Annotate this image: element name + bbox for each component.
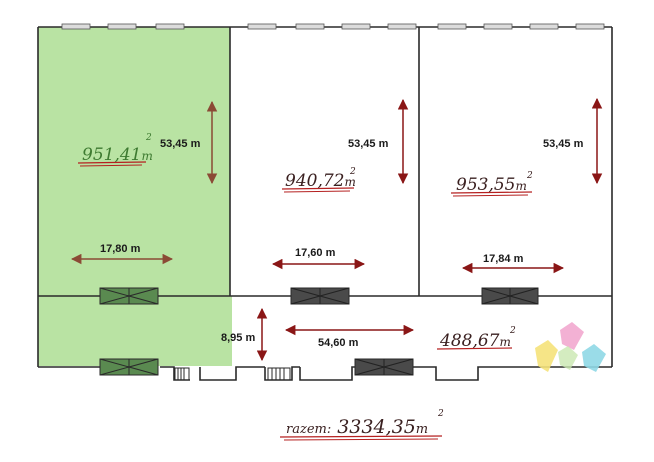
svg-text:2: 2 <box>349 167 356 177</box>
stairs <box>174 367 291 381</box>
svg-text:2: 2 <box>509 326 516 336</box>
svg-text:488,67m: 488,67m <box>439 331 511 351</box>
unit-2-area: 940,72m 2 <box>281 167 356 193</box>
svg-text:2: 2 <box>145 133 152 143</box>
unit-3-width-label: 17,84 m <box>483 253 524 265</box>
svg-text:953,55m: 953,55m <box>456 175 527 195</box>
total-area: razem:3334,35m 2 <box>279 409 444 441</box>
unit-2-height-label: 53,45 m <box>348 138 389 150</box>
corridor-area: 488,67m 2 <box>436 326 516 351</box>
area-labels: 951,41m 2 940,72m 2 953,55m 2 488,67m 2 … <box>77 133 533 441</box>
corridor-height-label: 8,95 m <box>221 332 255 344</box>
unit-2-width-label: 17,60 m <box>295 247 336 259</box>
door-unit-1-inner <box>99 287 159 305</box>
unit-1-highlight <box>38 27 232 366</box>
unit-1-height-label: 53,45 m <box>160 138 201 150</box>
svg-text:940,72m: 940,72m <box>285 171 356 191</box>
cubes-logo <box>535 322 606 372</box>
unit-3-height-label: 53,45 m <box>543 138 584 150</box>
door-unit-3-inner <box>481 287 539 305</box>
unit-1-width-label: 17,80 m <box>100 243 141 255</box>
door-unit-2-inner <box>290 287 350 305</box>
unit-3-area: 953,55m 2 <box>450 171 533 197</box>
svg-text:951,41m: 951,41m <box>82 145 153 165</box>
door-entrance-center <box>354 358 414 376</box>
top-windows <box>61 23 605 30</box>
svg-text:2: 2 <box>437 409 444 419</box>
dimension-labels: 53,45 m 17,80 m 53,45 m 17,60 m 53,45 m … <box>100 138 584 349</box>
door-entrance-left <box>99 358 159 376</box>
doors <box>99 287 539 376</box>
svg-text:razem:3334,35m: razem:3334,35m <box>286 416 428 438</box>
unit-1-area: 951,41m 2 <box>77 133 153 167</box>
svg-text:2: 2 <box>526 171 533 181</box>
dimension-arrows <box>70 97 603 362</box>
corridor-width-label: 54,60 m <box>318 337 359 349</box>
